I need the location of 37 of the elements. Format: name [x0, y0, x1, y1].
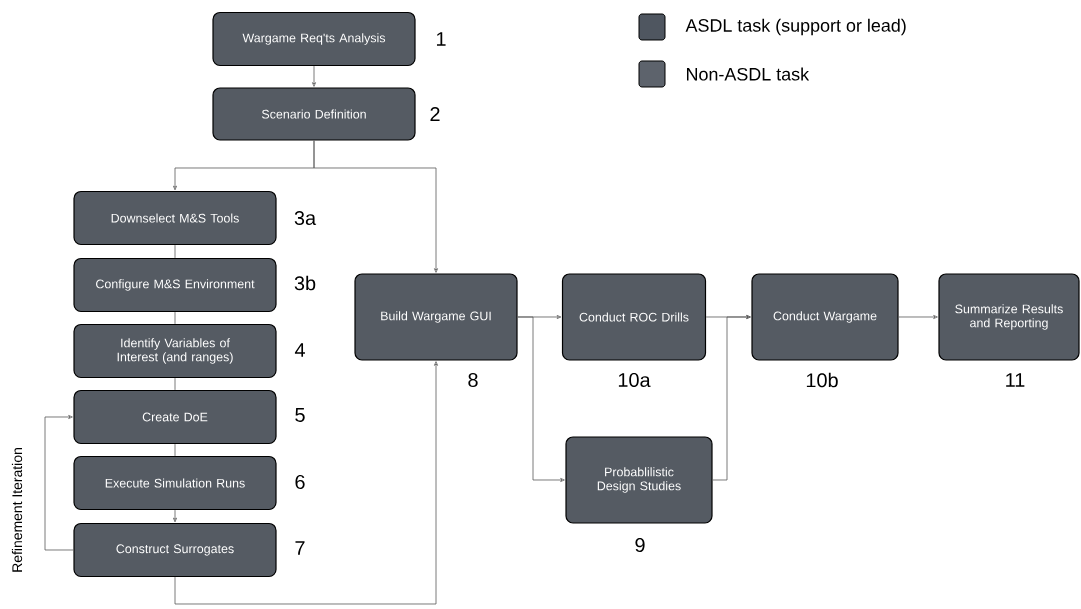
step-number: 3a — [294, 210, 317, 226]
process-box: Conduct Wargame — [751, 273, 899, 361]
arrow — [174, 361, 438, 605]
arrow — [312, 65, 316, 87]
process-box: Execute Simulation Runs — [73, 455, 277, 511]
process-box: Summarize Results and Reporting — [938, 273, 1080, 361]
step-number: 10a — [618, 372, 651, 388]
arrow — [898, 315, 938, 319]
arrow — [173, 509, 177, 523]
process-box: Construct Surrogates — [73, 522, 277, 578]
arrow — [44, 415, 74, 551]
step-number: 9 — [635, 537, 645, 553]
legend-label: ASDL task (support or lead) — [685, 18, 906, 36]
step-number: 11 — [1006, 373, 1025, 387]
step-number: 8 — [468, 372, 478, 388]
process-box: Identify Variables of Interest (and ranges) — [73, 323, 277, 379]
process-box: Create DoE — [73, 389, 277, 445]
arrow — [517, 316, 565, 482]
arrow — [712, 315, 751, 481]
edge-label: Refinement Iteration — [10, 446, 24, 574]
step-number: 5 — [295, 408, 305, 422]
step-number: 7 — [295, 541, 305, 555]
process-box: Build Wargame GUI — [354, 273, 518, 361]
process-box: Wargame Req'ts Analysis — [212, 11, 416, 67]
step-number: 1 — [437, 32, 446, 46]
step-number: 6 — [295, 474, 305, 490]
process-box: Scenario Definition — [212, 87, 416, 141]
process-box: Probablilistic Design Studies — [565, 436, 713, 524]
arrow — [313, 140, 438, 273]
process-box: Conduct ROC Drills — [561, 273, 707, 361]
process-box: Downselect M&S Tools — [73, 190, 277, 246]
process-box: Configure M&S Environment — [73, 257, 277, 313]
legend-label: Non-ASDL task — [687, 67, 810, 81]
step-number: 4 — [294, 343, 305, 357]
step-number: 3b — [294, 275, 316, 291]
step-number: 2 — [430, 107, 440, 121]
step-number: 10b — [806, 372, 838, 388]
